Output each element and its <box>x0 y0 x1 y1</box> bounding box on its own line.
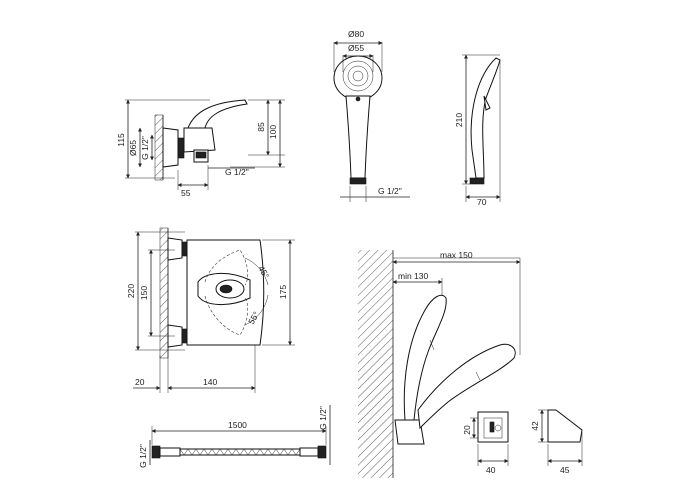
mixer-front-150: 150 <box>139 286 149 300</box>
hand-shower-front-view: Ø80 Ø55 G 1/2" <box>333 29 410 202</box>
holder-bracket-front: 20 40 <box>462 411 509 475</box>
mixer-front-140: 140 <box>203 377 217 387</box>
hose-1500: 1500 <box>228 420 247 430</box>
mixer-front-220: 220 <box>126 284 136 298</box>
hose-view: 1500 G 1/2" G 1/2" <box>138 405 331 468</box>
hose-thread-left: G 1/2" <box>138 444 148 468</box>
bracket-side-45: 45 <box>560 465 570 475</box>
mixer-side-115: 115 <box>116 133 126 147</box>
mixer-front-175: 175 <box>278 285 288 299</box>
mixer-front-view: 45° 55° 220 150 175 20 140 <box>126 227 295 393</box>
shower-side-210: 210 <box>454 113 464 127</box>
mixer-side-d65: Ø65 <box>128 140 138 156</box>
shower-d80: Ø80 <box>348 29 364 39</box>
mixer-front-20: 20 <box>135 377 145 387</box>
mixer-side-55: 55 <box>181 188 191 198</box>
mixer-side-view: 115 Ø65 G 1/2" 85 100 G 1/2" 55 <box>116 99 285 198</box>
shower-side-70: 70 <box>477 197 487 207</box>
mixer-side-100: 100 <box>268 125 278 139</box>
hose-thread-right: G 1/2" <box>318 406 328 430</box>
holder-bracket-side: 42 45 <box>530 409 583 475</box>
bracket-40: 40 <box>486 465 496 475</box>
bracket-20: 20 <box>462 425 472 435</box>
holder-max-150: max 150 <box>440 250 473 260</box>
holder-installation-view: max 150 min 130 <box>358 250 521 478</box>
bracket-side-42: 42 <box>530 421 540 431</box>
hand-shower-side-view: 210 70 <box>454 54 501 207</box>
mixer-side-outlet-thread: G 1/2" <box>225 167 249 177</box>
shower-d55: Ø55 <box>348 43 364 53</box>
shower-thread: G 1/2" <box>378 186 402 196</box>
mixer-side-inlet-thread: G 1/2" <box>140 136 150 160</box>
holder-min-130: min 130 <box>398 271 429 281</box>
mixer-side-85: 85 <box>256 122 266 132</box>
